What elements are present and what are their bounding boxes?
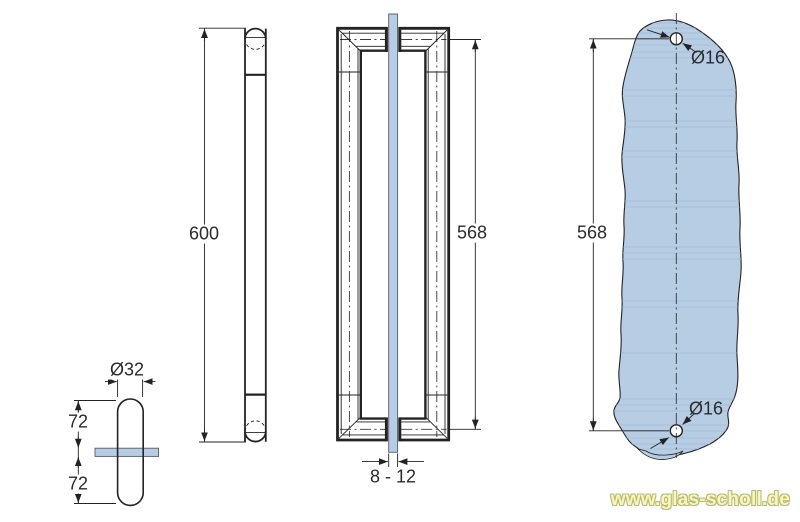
watermark: www.glas-scholl.de xyxy=(610,489,790,510)
hole-leader-arrows xyxy=(646,29,697,449)
handle-right-profile xyxy=(398,26,451,442)
section-view xyxy=(336,13,481,467)
dimension-label-568-glass: 568 xyxy=(573,223,611,243)
glass-panel xyxy=(613,19,742,458)
dimension-label-8-12: 8 - 12 xyxy=(366,467,420,487)
detail-view xyxy=(74,377,160,507)
dimension-label-600: 600 xyxy=(185,224,223,244)
dimension-label-dia16-top: Ø16 xyxy=(690,47,726,68)
glass-strip-detail xyxy=(94,447,160,457)
dimension-dia32 xyxy=(105,377,156,397)
glass-edge-strip xyxy=(388,13,399,453)
glass-chipped-edge xyxy=(636,448,684,460)
dimension-label-dia32: Ø32 xyxy=(106,360,148,380)
glass-panel-view xyxy=(589,13,742,460)
fixing-body xyxy=(116,398,144,507)
dimension-label-72-top: 72 xyxy=(64,412,92,432)
handle-left-profile xyxy=(336,26,388,442)
dimension-label-dia16-bottom: Ø16 xyxy=(688,398,724,419)
dimension-label-568-section: 568 xyxy=(453,223,491,243)
dimension-label-72-bottom: 72 xyxy=(64,474,92,494)
dimension-8-12 xyxy=(362,453,424,467)
side-view xyxy=(199,27,267,443)
